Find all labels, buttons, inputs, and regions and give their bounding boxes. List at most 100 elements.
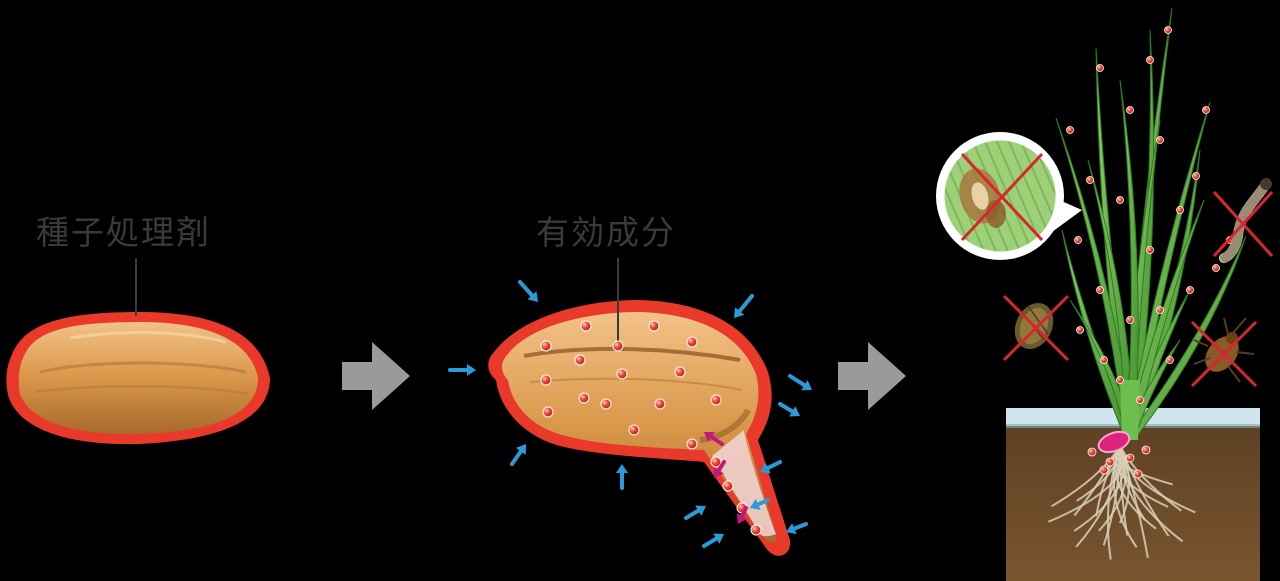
active-dot xyxy=(710,456,722,468)
plant-dot xyxy=(1116,376,1124,384)
water-arrow-head xyxy=(786,523,797,535)
larva-pest-crossed xyxy=(1212,178,1274,263)
root-dot xyxy=(1133,469,1143,479)
plant-dot xyxy=(1136,396,1144,404)
step-arrow-1 xyxy=(342,342,410,410)
water-arrow-shaft xyxy=(756,498,770,507)
water-arrow-head xyxy=(515,444,526,455)
water-arrow-shaft xyxy=(788,374,807,388)
active-dot xyxy=(710,394,722,406)
active-dot xyxy=(578,392,590,404)
water-arrow-head xyxy=(801,380,812,391)
plant-dot xyxy=(1076,326,1084,334)
beetle-pest-crossed xyxy=(1002,294,1070,362)
active-dot xyxy=(540,340,552,352)
step-arrow-2 xyxy=(838,342,906,410)
active-dot xyxy=(686,438,698,450)
plant-dot xyxy=(1146,56,1154,64)
active-dot xyxy=(540,374,552,386)
uptake-arrow-head xyxy=(704,432,715,442)
active-dot xyxy=(542,406,554,418)
water-arrow-head xyxy=(789,406,800,417)
plant-dot xyxy=(1074,236,1082,244)
active-ingredient-label: 有効成分 xyxy=(536,213,676,252)
plant-dot xyxy=(1146,246,1154,254)
active-dot xyxy=(628,424,640,436)
water-arrow-shaft xyxy=(737,294,754,314)
plant-dot xyxy=(1192,172,1200,180)
leaf-disease-callout xyxy=(936,132,1082,260)
rice-leaf xyxy=(1125,235,1247,441)
active-dot xyxy=(722,480,734,492)
rice-leaf xyxy=(1055,117,1135,441)
water-arrow-shaft xyxy=(510,449,523,466)
plant-dot xyxy=(1086,176,1094,184)
water-arrow-shaft xyxy=(684,508,701,520)
plant-dot xyxy=(1166,356,1174,364)
uptake-arrow-shaft xyxy=(740,506,748,518)
rice-leaf xyxy=(1125,199,1205,441)
water-arrow-shaft xyxy=(778,402,795,414)
plant-dot xyxy=(1156,306,1164,314)
bug-pest-crossed xyxy=(1190,317,1258,388)
uptake-arrow-head xyxy=(713,467,724,478)
water-arrow-head xyxy=(695,505,706,516)
water-uptake-arrows xyxy=(448,280,812,548)
plant-dot xyxy=(1096,64,1104,72)
plant-dot xyxy=(1096,286,1104,294)
water-arrow-head xyxy=(713,533,724,544)
treatment-label: 種子処理剤 xyxy=(36,213,211,252)
plant-dot xyxy=(1202,106,1210,114)
root-strand xyxy=(1119,445,1182,512)
plant-dot xyxy=(1156,136,1164,144)
water-arrow-head xyxy=(467,364,476,376)
active-dot xyxy=(616,368,628,380)
plant-dot xyxy=(1176,206,1184,214)
rice-stem xyxy=(1120,380,1140,440)
plant-dot xyxy=(1066,126,1074,134)
treated-seed xyxy=(6,312,270,445)
internal-uptake-arrows xyxy=(704,432,748,524)
root-dot xyxy=(1125,453,1135,463)
uptake-arrow-head xyxy=(736,513,748,524)
root-strand xyxy=(1076,445,1121,502)
root-strand xyxy=(1075,445,1121,548)
water-arrow-head xyxy=(734,307,745,318)
plant-dot xyxy=(1116,196,1124,204)
uptake-arrow-shaft xyxy=(716,460,726,473)
germinating-seed xyxy=(488,300,791,556)
root-dot xyxy=(1141,445,1151,455)
root-strand xyxy=(1047,445,1125,523)
active-dot xyxy=(648,320,660,332)
rice-leaf xyxy=(1087,159,1135,441)
active-dot xyxy=(580,320,592,332)
water-arrow-shaft xyxy=(702,536,719,548)
seed-at-base xyxy=(1097,430,1131,454)
water-arrow-head xyxy=(760,462,771,474)
water-arrow-shaft xyxy=(766,460,782,470)
water-arrow-shaft xyxy=(792,522,808,531)
plant-dot xyxy=(1212,264,1220,272)
water-arrow-head xyxy=(750,498,761,510)
plant-dot xyxy=(1126,316,1134,324)
active-ingredient-dots xyxy=(540,320,762,536)
plant-dot xyxy=(1186,286,1194,294)
rice-plant-leaves xyxy=(1055,7,1247,441)
water-arrow-head xyxy=(616,464,628,473)
uptake-arrow-shaft xyxy=(709,434,724,446)
root-dot xyxy=(1105,457,1115,467)
leaf-vein xyxy=(1015,140,1056,252)
active-dot xyxy=(574,354,586,366)
plant-roots xyxy=(1047,445,1196,560)
active-dot xyxy=(750,524,762,536)
active-dot xyxy=(654,398,666,410)
root-strand xyxy=(1051,445,1121,508)
water-arrow-head xyxy=(527,291,538,302)
plant-dot xyxy=(1126,106,1134,114)
active-dot xyxy=(686,336,698,348)
root-dot xyxy=(1087,447,1097,457)
root-dot xyxy=(1099,465,1109,475)
plant-dot xyxy=(1164,26,1172,34)
active-dot xyxy=(600,398,612,410)
